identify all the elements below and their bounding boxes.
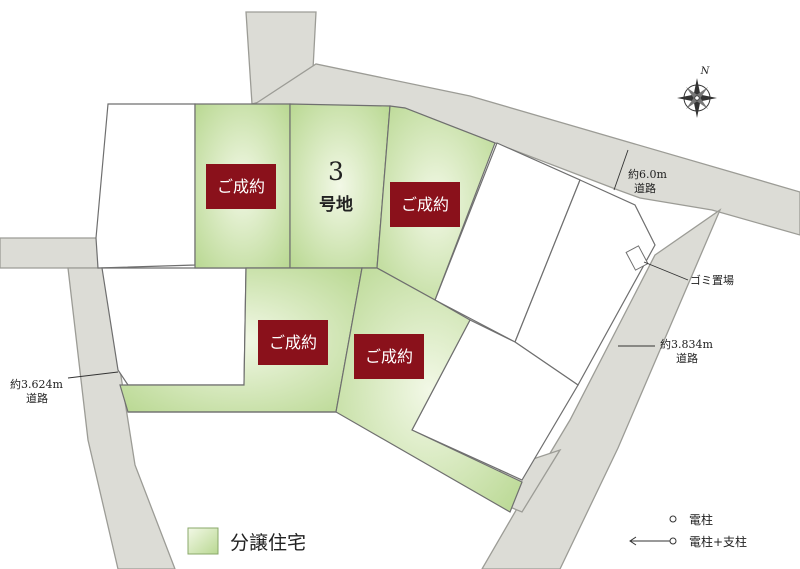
legend-subdivision-label: 分譲住宅 [230, 532, 306, 554]
sold-badge-lot-1: ご成約 [206, 164, 276, 209]
lot-3-number: 3 [328, 157, 344, 186]
east-road-label: 道路 [676, 351, 698, 365]
sold-badge-lot-n-east: ご成約 [390, 182, 460, 227]
garbage-label: ゴミ置場 [690, 273, 734, 287]
sold-badge-lot-east-south: ご成約 [354, 334, 424, 379]
compass-north-label: N [700, 66, 711, 77]
garbage-station [625, 245, 649, 271]
garbage-leader [643, 261, 689, 281]
lot-3[interactable] [289, 103, 391, 269]
lot-w [101, 267, 247, 386]
pole-support-icon [629, 536, 677, 546]
pole-icon [669, 515, 677, 523]
west-road-dimension [67, 371, 119, 379]
lot-nw [95, 103, 196, 269]
lot-ne-2 [514, 179, 656, 386]
west-road-label: 道路 [26, 391, 48, 405]
svg-text:ご成約: ご成約 [269, 333, 317, 352]
legend-pole-label: 電柱 [689, 512, 713, 527]
legend-pole-support-label: 電柱+支柱 [689, 534, 747, 549]
east-road-width: 約3.834m [660, 337, 713, 351]
road-west-stub [0, 237, 99, 269]
legend-swatch-subdivision [187, 527, 219, 555]
sold-badge-lot-center-south: ご成約 [258, 320, 328, 365]
north-road-dimension [613, 149, 629, 191]
west-road-width: 約3.624m [10, 377, 63, 391]
svg-text:ご成約: ご成約 [365, 347, 413, 366]
lot-east-south[interactable] [335, 267, 523, 513]
svg-text:ご成約: ご成約 [217, 177, 265, 196]
svg-text:ご成約: ご成約 [401, 195, 449, 214]
north-road-label: 道路 [634, 181, 656, 195]
north-road-width: 約6.0m [628, 167, 667, 181]
compass-rose-icon [677, 78, 717, 118]
lot-3-label: 号地 [319, 194, 353, 215]
